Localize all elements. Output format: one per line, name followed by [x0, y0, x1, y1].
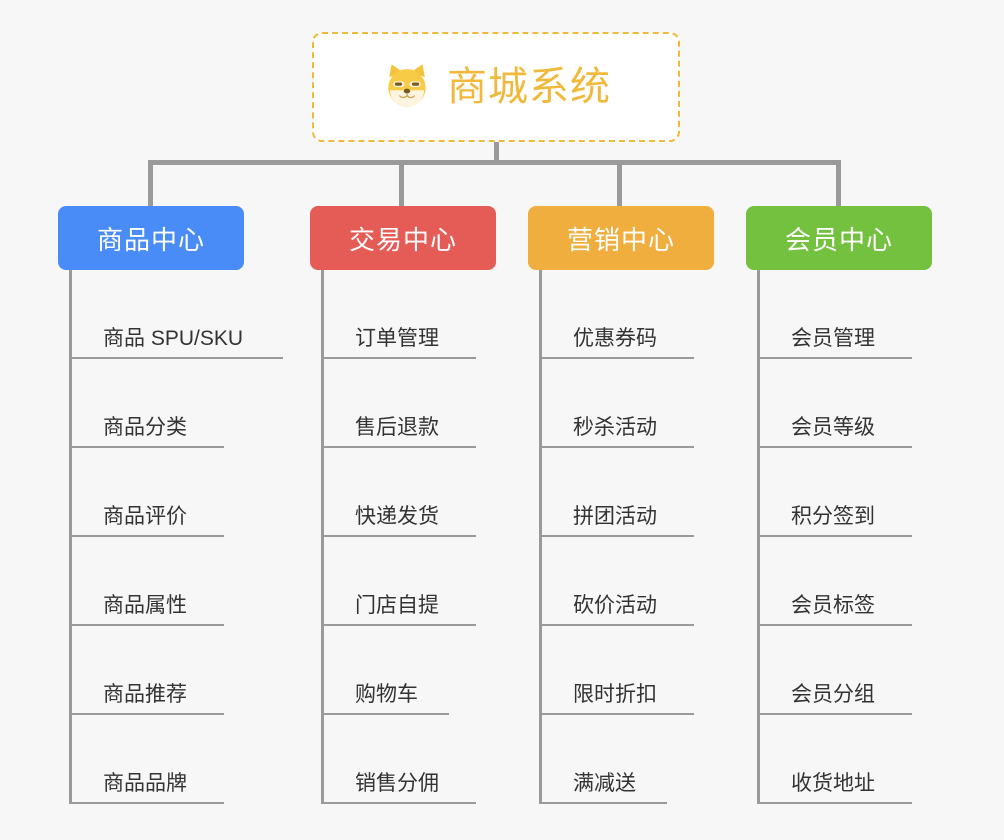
branch-column-1: 商品中心 商品 SPU/SKU 商品分类 商品评价 商品属性 商品推荐 商品品牌 — [58, 206, 283, 804]
category-label: 商品中心 — [96, 224, 205, 255]
branch-column-3: 营销中心 优惠券码 秒杀活动 拼团活动 砍价活动 限时折扣 满减送 — [528, 206, 748, 804]
leaf-item[interactable]: 会员管理 — [757, 270, 912, 359]
branch-column-4: 会员中心 会员管理 会员等级 积分签到 会员标签 会员分组 收货地址 — [746, 206, 966, 804]
leaf-label: 限时折扣 — [573, 682, 657, 706]
connector-drop-3 — [617, 160, 622, 208]
leaf-spine — [757, 270, 760, 804]
branch-column-2: 交易中心 订单管理 售后退款 快递发货 门店自提 购物车 销售分佣 — [310, 206, 530, 804]
leaf-label: 售后退款 — [355, 415, 439, 439]
leaf-list-4: 会员管理 会员等级 积分签到 会员标签 会员分组 收货地址 — [757, 270, 966, 804]
leaf-spine — [321, 270, 324, 804]
category-label: 会员中心 — [784, 224, 893, 255]
leaf-item[interactable]: 销售分佣 — [321, 715, 476, 804]
leaf-label: 会员管理 — [791, 326, 875, 350]
leaf-item[interactable]: 商品评价 — [69, 448, 224, 537]
leaf-item[interactable]: 门店自提 — [321, 537, 476, 626]
leaf-item[interactable]: 商品推荐 — [69, 626, 224, 715]
leaf-label: 订单管理 — [355, 326, 439, 350]
leaf-label: 门店自提 — [355, 593, 439, 617]
leaf-list-1: 商品 SPU/SKU 商品分类 商品评价 商品属性 商品推荐 商品品牌 — [69, 270, 283, 804]
leaf-label: 快递发货 — [355, 504, 439, 528]
connector-horizontal-bus — [148, 160, 840, 165]
leaf-list-2: 订单管理 售后退款 快递发货 门店自提 购物车 销售分佣 — [321, 270, 530, 804]
category-box-4[interactable]: 会员中心 — [746, 206, 932, 270]
leaf-label: 收货地址 — [791, 771, 875, 795]
leaf-label: 积分签到 — [791, 504, 875, 528]
leaf-item[interactable]: 订单管理 — [321, 270, 476, 359]
leaf-item[interactable]: 拼团活动 — [539, 448, 694, 537]
leaf-item[interactable]: 会员标签 — [757, 537, 912, 626]
leaf-list-3: 优惠券码 秒杀活动 拼团活动 砍价活动 限时折扣 满减送 — [539, 270, 748, 804]
connector-root-stem — [494, 142, 499, 163]
leaf-item[interactable]: 砍价活动 — [539, 537, 694, 626]
leaf-label: 商品分类 — [103, 415, 187, 439]
leaf-item[interactable]: 商品 SPU/SKU — [69, 270, 283, 359]
leaf-label: 会员标签 — [791, 593, 875, 617]
category-box-2[interactable]: 交易中心 — [310, 206, 496, 270]
category-label: 营销中心 — [566, 224, 675, 255]
leaf-label: 满减送 — [573, 771, 636, 795]
connector-drop-4 — [836, 160, 841, 208]
leaf-label: 拼团活动 — [573, 504, 657, 528]
leaf-label: 秒杀活动 — [573, 415, 657, 439]
leaf-spine — [69, 270, 72, 804]
leaf-label: 商品品牌 — [103, 771, 187, 795]
root-node[interactable]: 商城系统 — [312, 32, 680, 142]
category-label: 交易中心 — [348, 224, 457, 255]
leaf-label: 商品推荐 — [103, 682, 187, 706]
leaf-label: 优惠券码 — [573, 326, 657, 350]
leaf-label: 砍价活动 — [573, 593, 657, 617]
leaf-item[interactable]: 快递发货 — [321, 448, 476, 537]
leaf-spine — [539, 270, 542, 804]
leaf-item[interactable]: 购物车 — [321, 626, 449, 715]
leaf-item[interactable]: 秒杀活动 — [539, 359, 694, 448]
leaf-label: 购物车 — [355, 682, 418, 706]
leaf-item[interactable]: 优惠券码 — [539, 270, 694, 359]
leaf-item[interactable]: 会员分组 — [757, 626, 912, 715]
leaf-item[interactable]: 积分签到 — [757, 448, 912, 537]
leaf-item[interactable]: 商品品牌 — [69, 715, 224, 804]
leaf-item[interactable]: 商品分类 — [69, 359, 224, 448]
shiba-dog-icon — [381, 61, 433, 113]
leaf-item[interactable]: 商品属性 — [69, 537, 224, 626]
category-box-3[interactable]: 营销中心 — [528, 206, 714, 270]
leaf-label: 商品属性 — [103, 593, 187, 617]
leaf-label: 会员分组 — [791, 682, 875, 706]
leaf-label: 商品 SPU/SKU — [103, 326, 244, 350]
leaf-label: 商品评价 — [103, 504, 187, 528]
leaf-item[interactable]: 限时折扣 — [539, 626, 694, 715]
leaf-label: 会员等级 — [791, 415, 875, 439]
leaf-label: 销售分佣 — [355, 771, 439, 795]
connector-drop-2 — [399, 160, 404, 208]
leaf-item[interactable]: 售后退款 — [321, 359, 476, 448]
leaf-item[interactable]: 满减送 — [539, 715, 667, 804]
connector-drop-1 — [148, 160, 153, 208]
category-box-1[interactable]: 商品中心 — [58, 206, 244, 270]
leaf-item[interactable]: 收货地址 — [757, 715, 912, 804]
root-title: 商城系统 — [447, 65, 611, 109]
leaf-item[interactable]: 会员等级 — [757, 359, 912, 448]
